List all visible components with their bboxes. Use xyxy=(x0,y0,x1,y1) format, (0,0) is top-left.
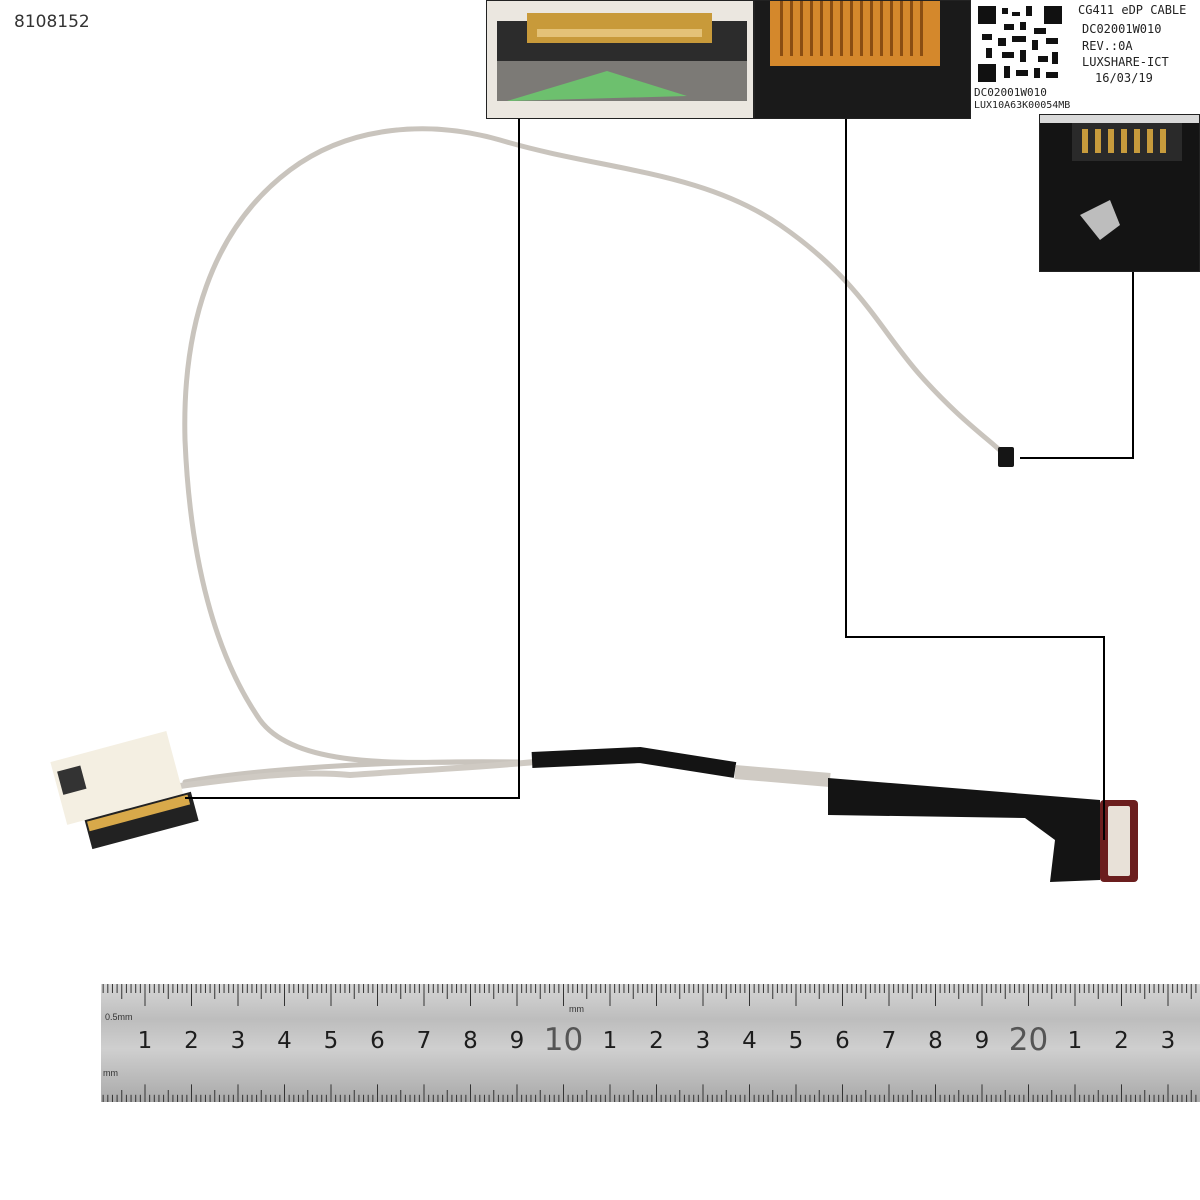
ruler-number: 4 xyxy=(277,1028,292,1054)
small-connector-detail-inset xyxy=(1039,114,1200,272)
ruler-number: 2 xyxy=(184,1028,199,1054)
label-line-title: CG411 eDP CABLE xyxy=(1078,3,1187,17)
ruler-number: 10 xyxy=(543,1022,584,1058)
label-line-date: 16/03/19 xyxy=(1095,71,1153,85)
connector-detail-inset xyxy=(486,0,754,119)
ruler-number: 2 xyxy=(649,1028,664,1054)
ruler-number: 4 xyxy=(742,1028,757,1054)
ruler-unit-center: mm xyxy=(569,1004,584,1014)
ruler-number: 9 xyxy=(974,1028,990,1054)
ruler-unit-top: 0.5mm xyxy=(105,1012,133,1022)
label-panel xyxy=(972,0,1200,114)
thick-cable-black-1 xyxy=(531,746,737,778)
thin-cable-loop xyxy=(182,126,1008,785)
thin-cable-run xyxy=(179,759,536,789)
product-sku: 8108152 xyxy=(14,12,90,32)
label-line-maker: LUXSHARE-ICT xyxy=(1082,55,1169,69)
ruler-number: 7 xyxy=(416,1028,432,1054)
ruler-number: 9 xyxy=(509,1028,525,1054)
ruler-number: 3 xyxy=(695,1028,711,1054)
label-line-part-2: DC02001W010 xyxy=(974,86,1047,99)
ruler-number: 2 xyxy=(1114,1028,1129,1054)
ruler-number: 6 xyxy=(370,1028,385,1054)
small-connector xyxy=(998,447,1014,467)
ruler-ticks xyxy=(102,984,1197,1102)
ruler-number: 1 xyxy=(1067,1028,1083,1054)
ruler-number: 8 xyxy=(928,1028,943,1054)
ruler-number: 3 xyxy=(1160,1028,1176,1054)
measurement-ruler: 0.5mm mm mm 1 2 3 4 5 6 7 8 9 10 1 2 3 4 5 6 7 8 9 20 1 2 3 xyxy=(101,984,1200,1102)
thick-cable-grey xyxy=(734,765,831,787)
ruler-number: 6 xyxy=(835,1028,850,1054)
ruler-number: 1 xyxy=(602,1028,618,1054)
label-line-part: DC02001W010 xyxy=(1082,22,1162,36)
ruler-unit-bottom: mm xyxy=(103,1068,118,1078)
ruler-number: 8 xyxy=(463,1028,478,1054)
ruler-number: 7 xyxy=(881,1028,897,1054)
thick-cable-tape xyxy=(828,778,1100,882)
ruler-number: 5 xyxy=(788,1028,804,1054)
qr-code-icon xyxy=(976,4,1064,84)
left-connector xyxy=(50,731,199,850)
ruler-number: 1 xyxy=(137,1028,153,1054)
label-line-rev: REV.:0A xyxy=(1082,39,1133,53)
pin-detail-inset xyxy=(754,0,971,119)
ruler-number: 5 xyxy=(323,1028,339,1054)
leader-lines xyxy=(185,118,1134,840)
label-line-serial: LUX10A63K00054MB xyxy=(974,100,1071,111)
ruler-number: 3 xyxy=(230,1028,246,1054)
ruler-number: 20 xyxy=(1008,1022,1049,1058)
